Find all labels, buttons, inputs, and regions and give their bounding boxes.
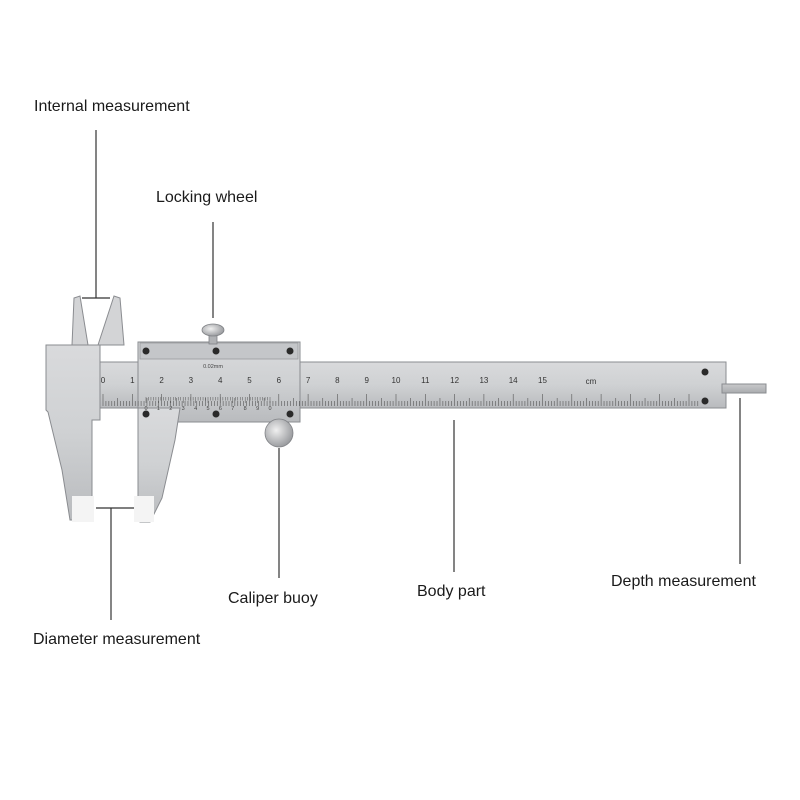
screw [142, 410, 150, 418]
fixed-upper-jaw [71, 295, 89, 346]
scale-number: 1 [130, 376, 135, 385]
vernier-number: 2 [169, 406, 172, 412]
locking-wheel-label: Locking wheel [156, 189, 258, 206]
scale-number: 9 [364, 376, 369, 385]
scale-number: 5 [247, 376, 252, 385]
vernier-number: 0 [144, 406, 147, 412]
scale-number: 7 [306, 376, 311, 385]
diameter-measurement-label: Diameter measurement [33, 631, 201, 648]
scale-number: 0 [101, 376, 106, 385]
scale-number: 14 [509, 376, 518, 385]
screw [142, 347, 150, 355]
scale-number: 10 [392, 376, 401, 385]
scale-number: 3 [189, 376, 194, 385]
scale-number: 2 [159, 376, 164, 385]
screw [212, 347, 220, 355]
scale-number: 4 [218, 376, 223, 385]
vernier-number: 8 [244, 406, 247, 412]
scale-number: 8 [335, 376, 340, 385]
screw [286, 410, 294, 418]
sliding-jaw-tip [134, 496, 154, 522]
depth-rod [721, 383, 767, 394]
vernier-number: 0 [268, 406, 271, 412]
sliding-upper-jaw [97, 295, 125, 346]
scale-number: 15 [538, 376, 547, 385]
vernier-number: 3 [182, 406, 185, 412]
vernier-resolution-text: 0.02mm [203, 364, 223, 370]
screw [286, 347, 294, 355]
screw [701, 397, 709, 405]
scale-number: 13 [479, 376, 488, 385]
scale-unit: cm [586, 377, 597, 386]
depth-measurement-label: Depth measurement [611, 573, 756, 590]
vernier-number: 9 [256, 406, 259, 412]
screw [212, 410, 220, 418]
scale-number: 12 [450, 376, 459, 385]
vernier-number: 7 [231, 406, 234, 412]
locking-wheel [201, 323, 225, 337]
fixed-jaw-tip [72, 496, 94, 522]
caliper-buoy-label: Caliper buoy [228, 590, 318, 607]
scale-number: 6 [277, 376, 282, 385]
vernier-scale: 0 1 2 3 4 5 6 7 8 9 0 [144, 397, 272, 412]
vernier-number: 1 [157, 406, 160, 412]
body-part-label: Body part [417, 583, 486, 600]
vernier-number: 5 [206, 406, 209, 412]
internal-measurement-label: Internal measurement [34, 98, 190, 115]
scale-number: 11 [421, 376, 430, 385]
fixed-jaw [45, 344, 101, 521]
vernier-number: 4 [194, 406, 197, 412]
vernier-number: 6 [219, 406, 222, 412]
caliper-buoy [264, 418, 294, 448]
screw [701, 368, 709, 376]
